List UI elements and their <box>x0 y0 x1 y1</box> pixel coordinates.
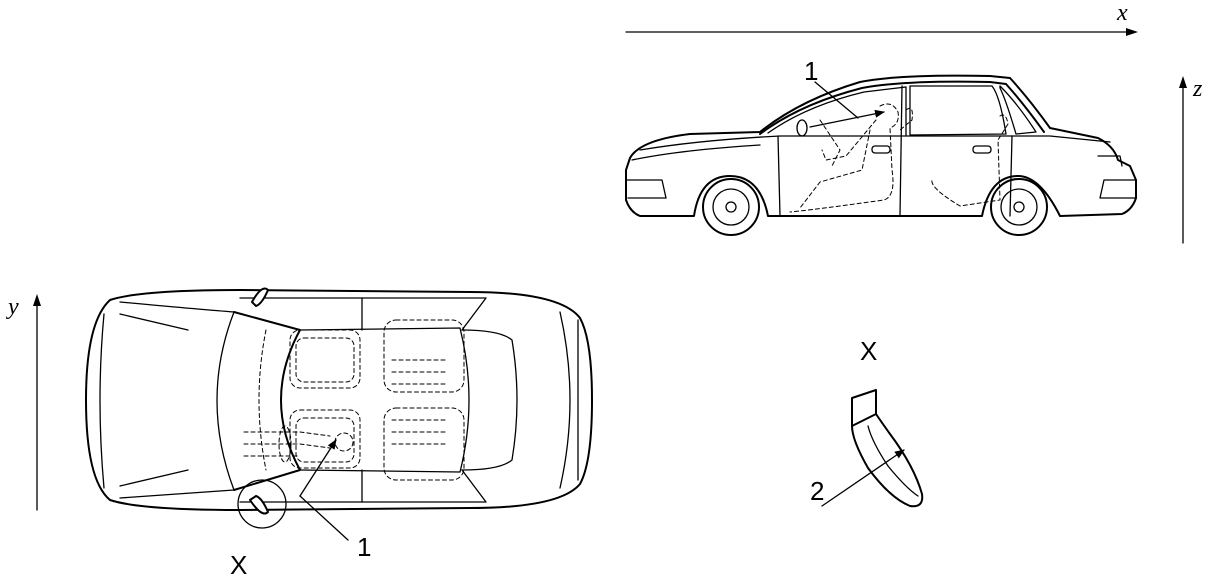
callout-1-side: 1 <box>804 56 818 86</box>
mirror-detail <box>821 389 924 508</box>
x-axis-label: x <box>1116 0 1128 26</box>
detail-marker-label: X <box>230 550 247 580</box>
detail-marker-circle <box>237 479 287 529</box>
rear-wheel <box>990 178 1048 236</box>
detail-title: X <box>860 336 877 366</box>
z-axis-label: z <box>1192 76 1203 102</box>
callout-1-top: 1 <box>357 532 371 562</box>
y-axis <box>33 294 41 511</box>
x-axis <box>625 28 1138 36</box>
z-axis <box>1179 76 1187 244</box>
car-top-view <box>85 287 593 541</box>
front-wheel <box>702 178 760 236</box>
callout-2-detail: 2 <box>810 476 824 506</box>
y-axis-label: y <box>6 294 19 320</box>
car-side-view <box>625 74 1137 236</box>
